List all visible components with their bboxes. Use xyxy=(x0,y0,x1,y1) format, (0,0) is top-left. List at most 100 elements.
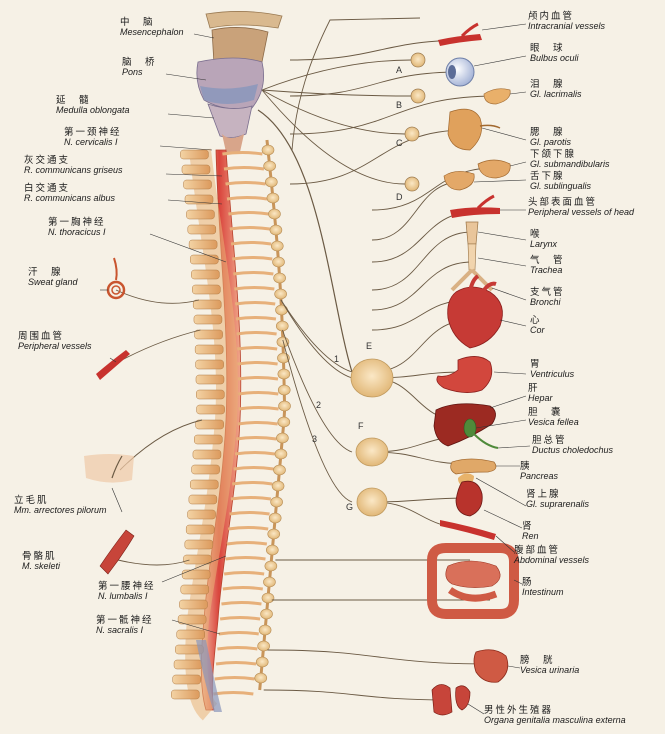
efferent-nerve xyxy=(289,71,461,97)
chain-ganglion xyxy=(275,320,289,332)
vertebra xyxy=(180,584,210,595)
vertebrae-group xyxy=(171,149,279,700)
eyeball-shape xyxy=(445,57,475,87)
chain-ganglion xyxy=(276,432,289,444)
vertebra xyxy=(181,164,211,175)
vertebra xyxy=(180,149,209,160)
vertebra xyxy=(184,194,214,205)
vagus-nerve xyxy=(257,109,353,373)
larynx-shape xyxy=(465,221,479,245)
vertebra xyxy=(192,284,221,295)
vertebra xyxy=(177,614,207,625)
label-intestinum: 肠 Intestinum xyxy=(522,577,564,597)
vertebra xyxy=(186,209,215,220)
spinal-nerve-root xyxy=(234,301,276,306)
ganglion-letter-d: D xyxy=(396,192,403,202)
cranial-nerve xyxy=(261,89,412,97)
vertebra xyxy=(171,689,200,700)
ganglion-a xyxy=(410,52,426,68)
spinal-nerve-root xyxy=(235,316,277,321)
vertebra xyxy=(194,344,224,355)
chain-ganglion xyxy=(261,144,275,156)
chain-ganglion xyxy=(254,672,268,684)
chain-ganglion xyxy=(269,224,283,236)
label-vesica-urinaria: 膀 胱 Vesica urinaria xyxy=(520,655,580,675)
ganglion-g-inf-mesenteric xyxy=(356,487,388,517)
vertebra xyxy=(188,494,218,505)
arrector-pili-shape xyxy=(84,454,134,483)
sympathetic-trunk-line xyxy=(258,139,287,691)
vertebra xyxy=(192,299,222,310)
ganglion-d xyxy=(404,176,420,192)
vertebra xyxy=(183,179,212,190)
vertebra xyxy=(184,539,214,550)
spinal-column xyxy=(171,148,279,721)
label-gl-lacrimalis: 泪 腺 Gl. lacrimalis xyxy=(530,79,582,99)
vertebra xyxy=(187,224,217,235)
label-ren: 肾 Ren xyxy=(522,521,539,541)
chain-ganglion xyxy=(277,368,291,380)
spinal-nerve-root xyxy=(228,211,269,216)
spinal-nerve-root xyxy=(222,586,264,591)
spinal-nerve-root xyxy=(214,676,255,681)
chain-ganglion xyxy=(274,448,288,460)
cauda-blue xyxy=(196,640,222,712)
label-m-skeleti: 骨骼肌 M. skeleti xyxy=(22,551,61,571)
spinal-nerve-root xyxy=(229,511,270,516)
spinal-nerve-root xyxy=(218,631,259,636)
chain-ganglion xyxy=(266,192,280,204)
chain-ganglion xyxy=(268,208,281,220)
label-peripheral-head: 头部表面血管 Peripheral vessels of head xyxy=(528,197,635,217)
spinal-nerve-root xyxy=(213,691,254,696)
vertebra xyxy=(173,659,203,670)
label-cor: 心 Cor xyxy=(530,315,545,335)
nerve-number-1: 1 xyxy=(334,354,340,364)
cranial-nerve xyxy=(261,89,406,135)
chain-ganglion xyxy=(255,656,269,668)
vertebra xyxy=(191,269,220,280)
splanchnic-nerve xyxy=(282,339,353,503)
nerve-number-3: 3 xyxy=(312,434,318,444)
chain-ganglion xyxy=(261,592,275,604)
ganglion-b xyxy=(410,88,426,104)
prevertebral-ganglia xyxy=(350,358,394,517)
vertebra xyxy=(195,374,225,385)
spinal-nerve-root xyxy=(215,661,257,666)
peripheral-effectors xyxy=(84,257,135,575)
bronchi-shape xyxy=(450,268,494,292)
label-gl-submandibularis: 下颌下腺 Gl. submandibularis xyxy=(530,149,610,169)
ganglion-letter-b: B xyxy=(396,100,403,110)
spinal-nerve-root xyxy=(225,181,266,186)
label-peripheral-vessels: 周围血管 Peripheral vessels xyxy=(18,331,92,351)
chain-ganglion xyxy=(260,608,273,620)
efferent-nerve xyxy=(289,129,467,185)
chain-ganglion xyxy=(271,480,285,492)
spinal-nerve-root xyxy=(233,466,274,471)
chain-ganglion xyxy=(270,496,283,508)
organs xyxy=(427,22,519,716)
cranial-nerve xyxy=(261,89,406,185)
chain-ganglion xyxy=(257,640,270,652)
label-bulbus-oculi: 眼 球 Bulbus oculi xyxy=(530,43,579,63)
vertebra xyxy=(195,419,224,430)
pancreas-shape xyxy=(450,458,497,475)
label-larynx: 喉 Larynx xyxy=(530,229,558,249)
left-leaders xyxy=(100,33,227,635)
vertebra xyxy=(187,509,216,520)
spinal-nerve-root xyxy=(236,346,278,351)
brainstem xyxy=(196,11,283,154)
spinal-nerve-root xyxy=(236,331,277,336)
chain-ganglion xyxy=(258,624,272,636)
spinal-nerve-root xyxy=(230,241,272,246)
cranial-ganglia xyxy=(404,52,426,192)
spinal-nerve-root xyxy=(230,496,272,501)
vertebra xyxy=(181,569,211,580)
label-medulla: 延 髓 Medulla oblongata xyxy=(56,95,130,115)
spinal-nerve-root xyxy=(221,601,262,606)
spinal-nerve-root xyxy=(217,646,258,651)
chain-ganglion xyxy=(273,464,286,476)
label-vesica-fellea: 胆 囊 Vesica fellea xyxy=(528,407,579,427)
splanchnic-nerve xyxy=(282,329,353,453)
